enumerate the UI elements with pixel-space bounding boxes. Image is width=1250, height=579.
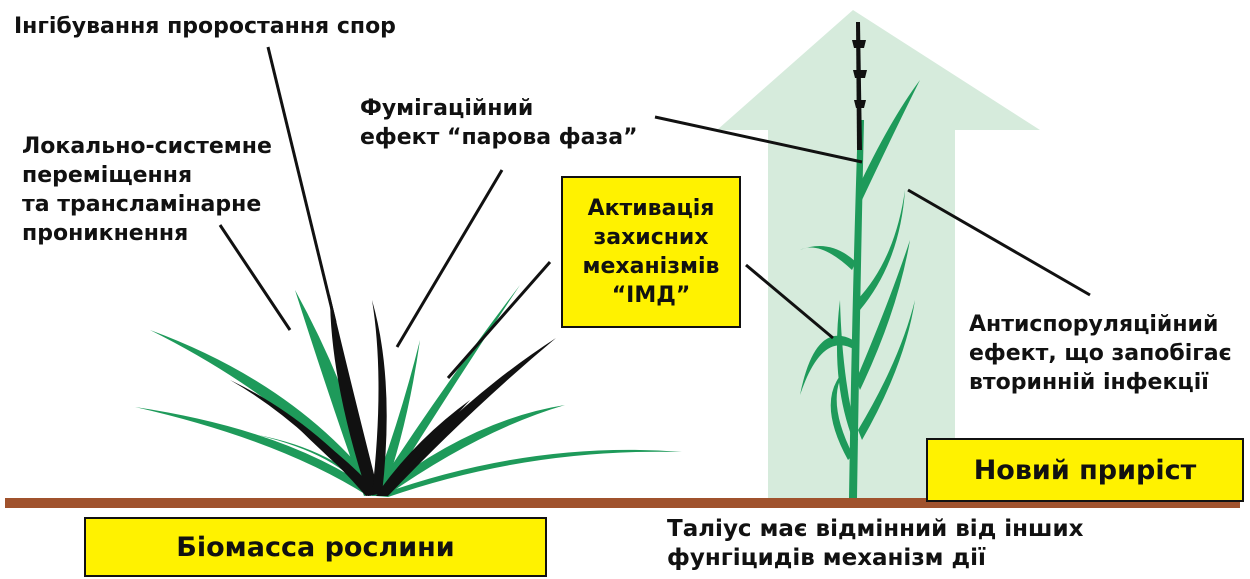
growth-arrow — [717, 10, 1040, 498]
label-talius-mechanism: Таліус має відмінний від інших фунгіциді… — [667, 515, 1083, 573]
label-antisporulation: Антиспоруляційний ефект, що запобігає вт… — [969, 310, 1232, 397]
activation-box: Активація захисних механізмів “ІМД” — [561, 176, 741, 328]
activation-line: “ІМД” — [612, 281, 691, 310]
label-fumigation: Фумігаційний ефект “парова фаза” — [360, 94, 638, 152]
label-spore-inhibition: Інгібування проростання спор — [14, 12, 396, 41]
line-activation-left — [448, 262, 550, 378]
activation-line: захисних — [593, 223, 708, 252]
line-fumigation — [397, 170, 502, 347]
label-systemic-movement: Локально-системне переміщення та трансла… — [22, 132, 272, 248]
line-spore-inhibition — [268, 47, 335, 322]
biomass-box: Біомасса рослини — [84, 517, 547, 577]
activation-line: Активація — [588, 194, 715, 223]
new-growth-box: Новий приріст — [926, 438, 1244, 502]
activation-line: механізмів — [583, 252, 720, 281]
